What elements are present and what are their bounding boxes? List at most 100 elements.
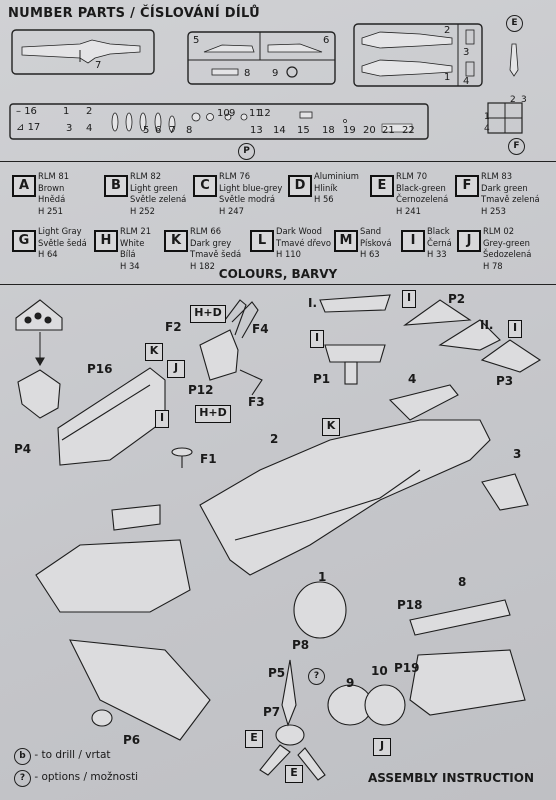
colour-line: Light Gray <box>38 226 82 236</box>
colour-line: Světle zelená <box>130 194 187 204</box>
etch-label-22: 22 <box>402 125 415 136</box>
tag-k-2: K <box>322 418 340 436</box>
part-label-8: 8 <box>244 68 251 79</box>
part-label-5: 5 <box>193 35 200 46</box>
f-frame-label-4: 4 <box>484 124 490 134</box>
colour-key-m: M <box>334 230 358 252</box>
legend-options: ? - options / možnosti <box>14 770 138 787</box>
colour-line: H 252 <box>130 205 155 216</box>
colour-key-f: F <box>455 175 479 197</box>
colour-line: Tmavě zelená <box>481 194 540 204</box>
etch-label-18: 18 <box>322 125 335 136</box>
colour-line: Dark Wood <box>276 226 322 236</box>
f-frame-label-3: 3 <box>521 95 527 105</box>
colour-line: H 78 <box>483 260 503 271</box>
etch-label-9: 9 <box>229 108 236 119</box>
drill-icon: b <box>14 748 31 765</box>
part-label-9: 9 <box>272 68 279 79</box>
colour-line: RLM 66 <box>190 226 222 236</box>
colour-line: Aluminium <box>314 171 359 181</box>
colour-key-j: J <box>457 230 481 252</box>
etch-label-13: 13 <box>250 125 263 136</box>
legend-drill-text: - to drill / vrtat <box>34 749 111 761</box>
etch-label-15: 15 <box>297 125 310 136</box>
colour-key-h: H <box>94 230 118 252</box>
colour-line: Šedozelená <box>483 249 532 259</box>
legend-options-text: - options / možnosti <box>34 771 139 783</box>
part-label-4: 4 <box>463 76 470 87</box>
colour-line: Černozelená <box>396 194 449 204</box>
colour-line: Tmavě šedá <box>190 249 242 259</box>
colour-key-i: I <box>401 230 425 252</box>
label-p2: P2 <box>448 292 466 306</box>
colour-line: RLM 02 <box>483 226 515 236</box>
label-p19: P19 <box>394 661 420 675</box>
etch-label-11: 11 <box>249 108 262 119</box>
colour-line: RLM 82 <box>130 171 162 181</box>
colour-key-k: K <box>164 230 188 252</box>
tag-i-1: I <box>155 410 169 428</box>
tag-i-p2: I <box>402 290 416 308</box>
etch-label-16: – 16 <box>16 106 37 117</box>
part-label-7: 7 <box>95 60 102 71</box>
tag-k-1: K <box>145 343 163 361</box>
colour-line: Sand <box>360 226 382 236</box>
label-p3: P3 <box>496 374 514 388</box>
section-divider <box>0 284 556 285</box>
colour-line: Dark green <box>481 182 528 193</box>
etch-label-3: 3 <box>66 123 73 134</box>
label-f2: F2 <box>165 320 182 334</box>
etch-label-8: 8 <box>186 125 193 136</box>
label-p8: P8 <box>292 638 310 652</box>
question-icon: ? <box>14 770 31 787</box>
assembly-instruction-title: ASSEMBLY INSTRUCTION <box>368 771 534 785</box>
label-p18: P18 <box>397 598 423 612</box>
label-p12: P12 <box>188 383 214 397</box>
colour-line: White <box>120 237 145 248</box>
colour-line: Hnědá <box>38 194 66 204</box>
colour-line: Brown <box>38 182 65 193</box>
label-1: 1 <box>318 570 327 584</box>
tag-j-1: J <box>167 360 185 378</box>
colour-key-b: B <box>104 175 128 197</box>
colour-key-c: C <box>193 175 217 197</box>
etch-label-4: 4 <box>86 123 93 134</box>
etch-label-1: 1 <box>63 106 70 117</box>
colour-line: H 247 <box>219 205 244 216</box>
option-marker: ? <box>308 668 325 685</box>
colour-line: RLM 70 <box>396 171 428 181</box>
etch-label-7: 7 <box>169 125 176 136</box>
colour-line: Světle modrá <box>219 194 276 204</box>
etch-label-10: 10 <box>217 108 230 119</box>
colour-line: H 110 <box>276 249 301 259</box>
tag-e-1: E <box>245 730 263 748</box>
part-label-6: 6 <box>323 35 330 46</box>
number-parts-title: NUMBER PARTS / ČÍSLOVÁNÍ DÍLŮ <box>8 6 260 21</box>
colour-line: Hliník <box>314 182 338 193</box>
colour-key-g: G <box>12 230 36 252</box>
colour-line: Dark grey <box>190 237 232 248</box>
label-p1: P1 <box>313 372 331 386</box>
colour-line: H 241 <box>396 205 421 216</box>
etch-label-19: 19 <box>343 125 356 136</box>
colour-line: Grey-green <box>483 237 530 248</box>
label-p7: P7 <box>263 705 281 719</box>
label-3: 3 <box>513 447 522 461</box>
label-p5: P5 <box>268 666 286 680</box>
label-p4: P4 <box>14 442 32 456</box>
tag-h-d-2: H+D <box>195 405 231 423</box>
label-2: 2 <box>270 432 279 446</box>
tag-i-p1: I <box>310 330 324 348</box>
label-f4: F4 <box>252 322 269 336</box>
colour-line: Písková <box>360 237 392 248</box>
label-i-roman: I. <box>308 296 318 310</box>
tag-h-d-1: H+D <box>190 305 226 323</box>
